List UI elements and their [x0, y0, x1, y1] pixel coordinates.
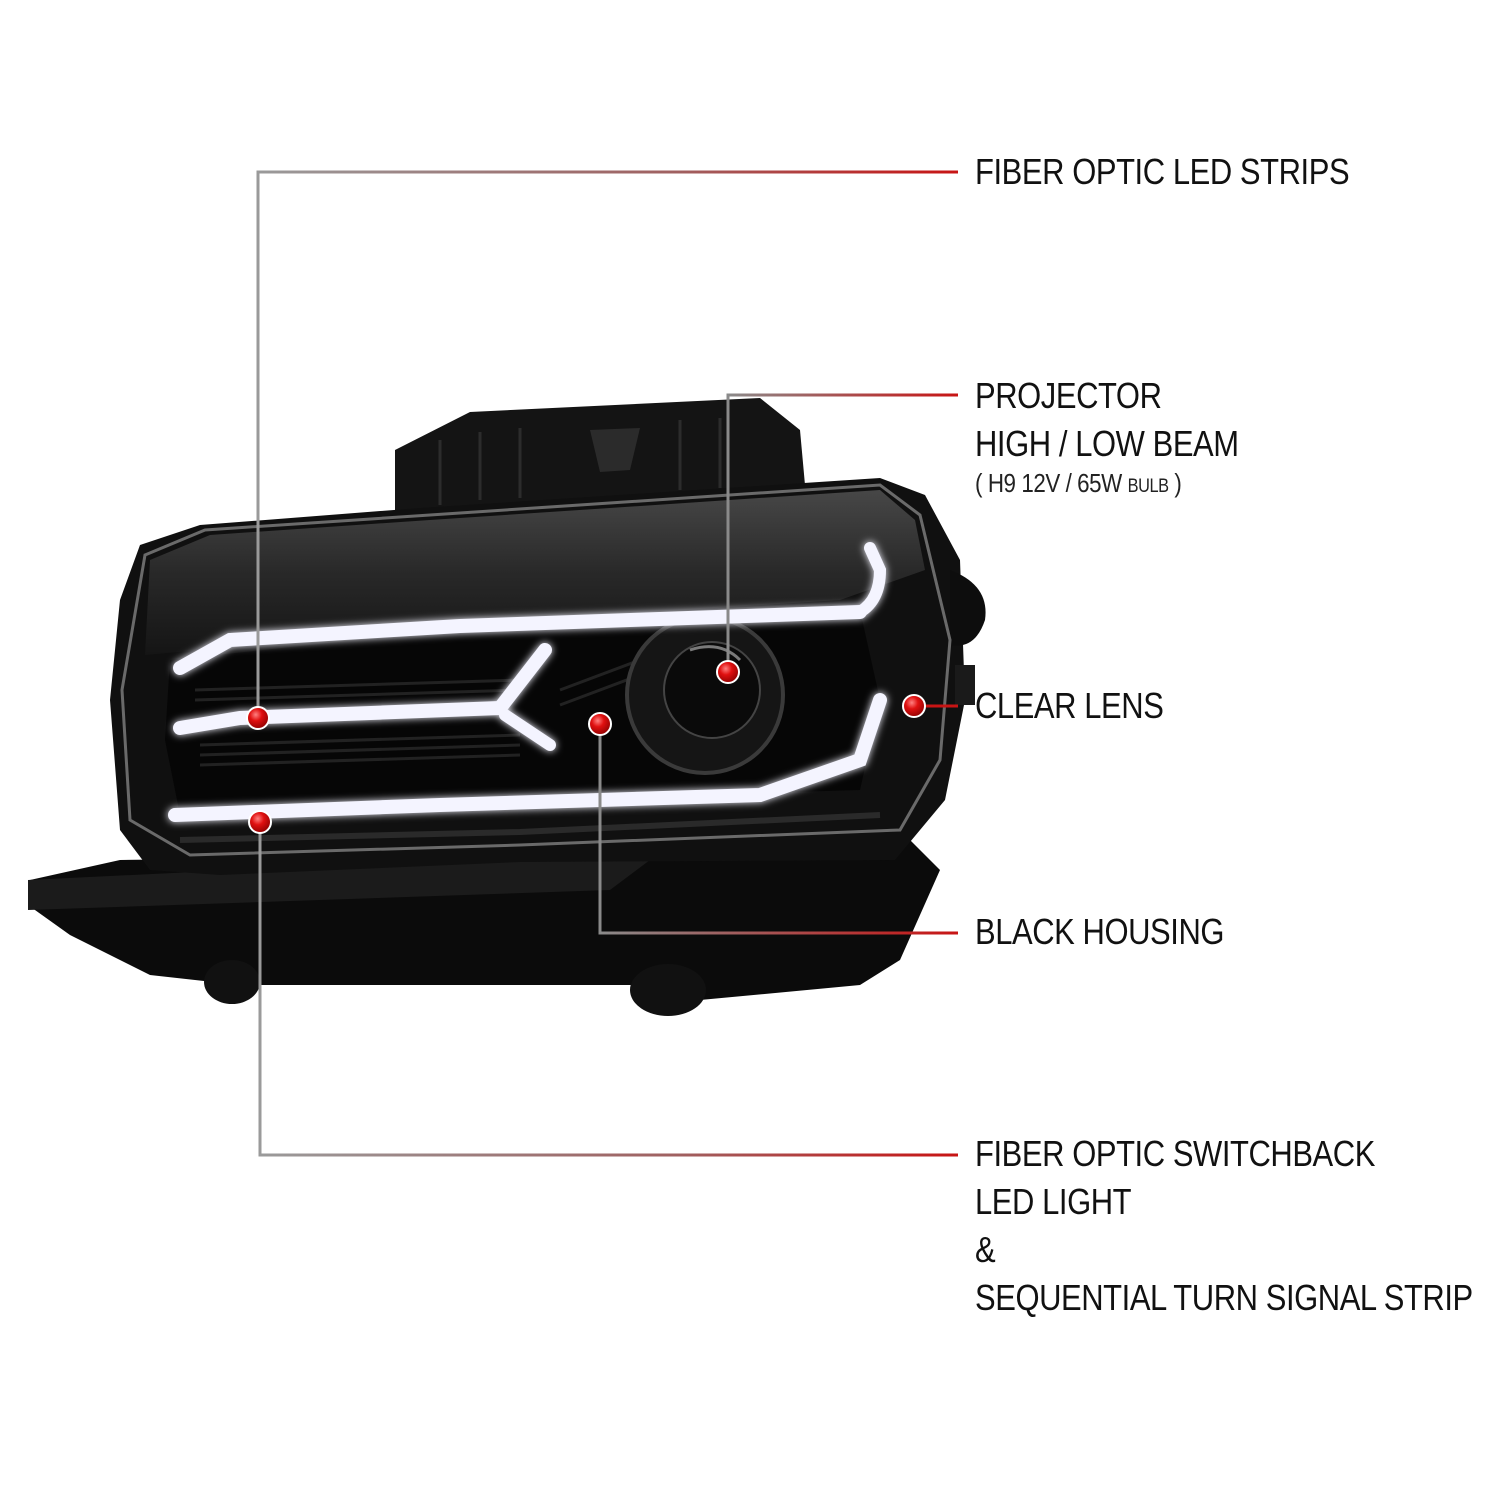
marker-black-housing: [588, 712, 612, 736]
led-strip-chevron: [499, 709, 556, 751]
bulb-value: H9 12V / 65W: [987, 468, 1122, 498]
led-strip-upper-right: [854, 542, 887, 618]
projector-inner: [663, 641, 761, 739]
switchback-line4: SEQUENTIAL TURN SIGNAL STRIP: [975, 1277, 1473, 1318]
projector-bulb-spec: ( H9 12V / 65W BULB ): [975, 468, 1239, 502]
bulb-close-paren: ): [1174, 468, 1182, 498]
label-switchback: FIBER OPTIC SWITCHBACK LED LIGHT & SEQUE…: [975, 1130, 1473, 1322]
bracket-notch: [590, 428, 640, 472]
base-lip: [28, 860, 650, 910]
leader-fiber-strips: [256, 170, 958, 718]
connector-tab: [955, 665, 975, 705]
projector-line2: HIGH / LOW BEAM: [975, 423, 1239, 464]
led-strips: [168, 542, 887, 822]
marker-switchback: [248, 810, 272, 834]
led-strip-bottom: [168, 693, 887, 822]
marker-clear-lens: [902, 694, 926, 718]
leader-projector: [726, 393, 958, 672]
bulb-word: BULB: [1127, 476, 1169, 497]
side-clip: [950, 570, 986, 646]
label-black-housing: BLACK HOUSING: [975, 908, 1224, 956]
mount-tab-right: [630, 964, 706, 1016]
marker-projector: [716, 660, 740, 684]
bulb-open-paren: (: [975, 468, 983, 498]
lens-outline: [120, 483, 952, 857]
marker-fiber-strips: [246, 706, 270, 730]
lower-trim: [179, 812, 881, 843]
projector-line1: PROJECTOR: [975, 375, 1162, 416]
label-projector: PROJECTOR HIGH / LOW BEAM ( H9 12V / 65W…: [975, 372, 1239, 502]
callout-lines: [256, 170, 958, 1157]
switchback-line2: LED LIGHT: [975, 1181, 1132, 1222]
led-strip-top: [173, 605, 867, 675]
marker-dots: [246, 660, 926, 834]
headlight-assembly: [28, 398, 986, 1016]
bracket-ribs: [438, 418, 722, 505]
label-fiber-strips: FIBER OPTIC LED STRIPS: [975, 148, 1350, 196]
led-strip-middle: [173, 643, 552, 735]
label-clear-lens: CLEAR LENS: [975, 682, 1164, 730]
mount-tab-left: [204, 960, 260, 1004]
black-housing-text: BLACK HOUSING: [975, 911, 1225, 952]
leader-black-housing: [598, 724, 958, 935]
clear-lens-text: CLEAR LENS: [975, 685, 1164, 726]
leader-switchback: [258, 822, 958, 1157]
switchback-line1: FIBER OPTIC SWITCHBACK: [975, 1133, 1375, 1174]
projector-reflection: [689, 645, 742, 662]
fiber-strips-text: FIBER OPTIC LED STRIPS: [975, 151, 1350, 192]
lens-top-band: [145, 490, 925, 655]
switchback-line3: &: [975, 1229, 996, 1270]
